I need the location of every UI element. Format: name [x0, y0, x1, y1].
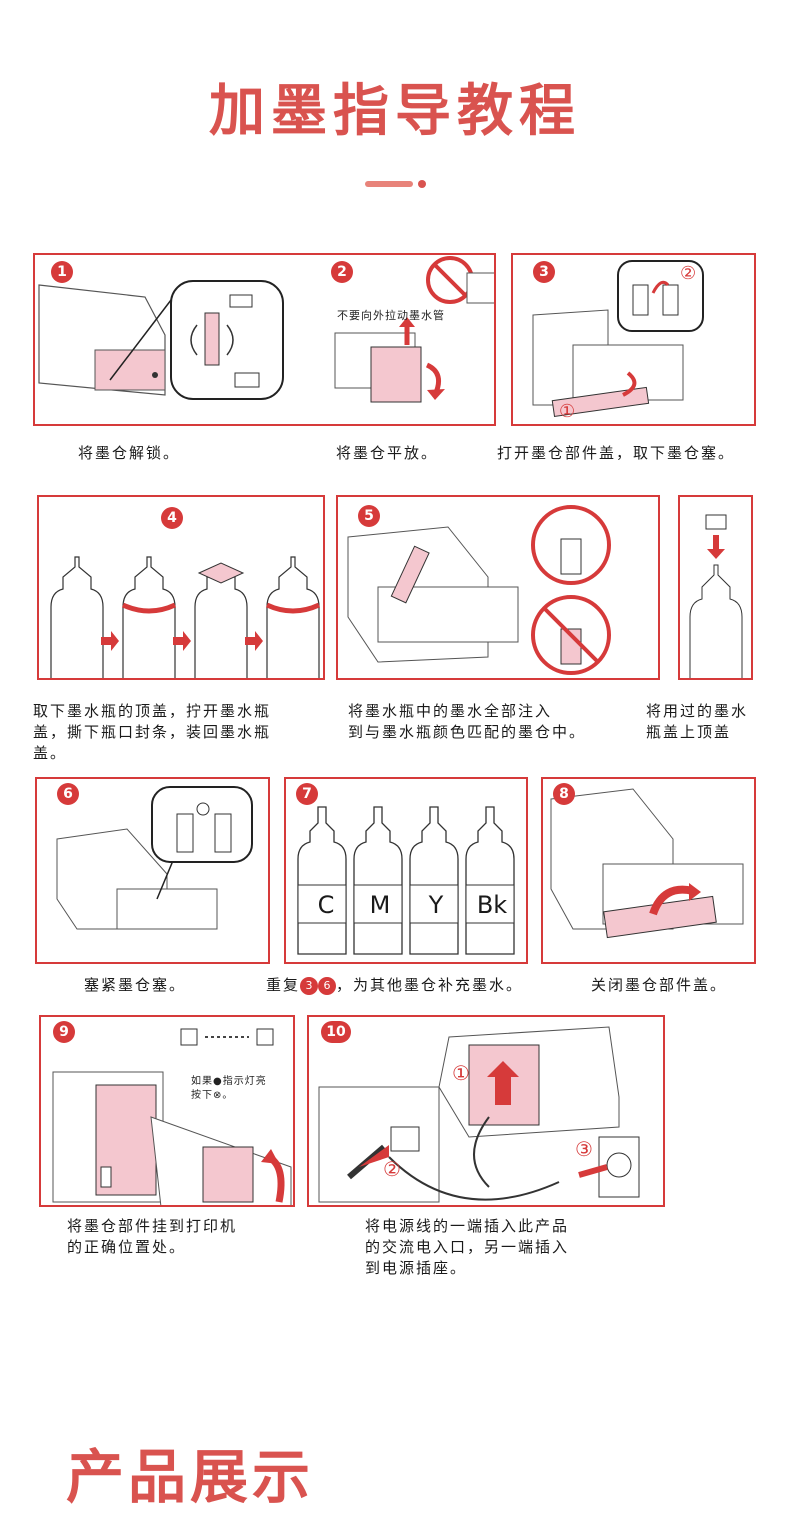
marker-10-3: ③: [575, 1137, 594, 1161]
step-9-caption: 将墨仓部件挂到打印机 的正确位置处。: [67, 1217, 238, 1256]
step-6-caption: 塞紧墨仓塞。: [84, 976, 187, 994]
ink-label-y: Y: [428, 891, 444, 919]
step-10-caption: 将电源线的一端插入此产品 的交流电入口，另一端插入 到电源插座。: [365, 1217, 570, 1277]
step-number-10: 10: [321, 1021, 351, 1043]
panel-step-9: 9 如果●指示灯亮 按下⊗。: [39, 1015, 295, 1207]
step-number-8: 8: [553, 783, 575, 805]
step-9-note: 如果●指示灯亮 按下⊗。: [191, 1076, 267, 1101]
marker-10-1: ①: [452, 1061, 471, 1085]
panel-step-8: 8: [541, 777, 756, 964]
step-5-caption: 将墨水瓶中的墨水全部注入 到与墨水瓶颜色匹配的墨仓中。: [348, 702, 587, 741]
panel-step-5: 5: [336, 495, 660, 680]
illustration-close-plug: [56, 786, 253, 930]
panel-step-3: 3 ② ①: [511, 253, 756, 426]
illustration-unlock: [38, 256, 494, 403]
panel-step-7: 7 C M Y Bk: [284, 777, 528, 964]
step-2-caption: 将墨仓平放。: [336, 444, 439, 462]
panel-step-10: 10 ① ② ③: [307, 1015, 665, 1207]
step-ref-a: 3: [300, 977, 319, 995]
illustration-open-cover: [532, 260, 704, 418]
step-ref-b: 6: [318, 977, 337, 995]
step-number-5: 5: [358, 505, 380, 527]
marker-10-2: ②: [383, 1157, 402, 1181]
title-divider: [365, 181, 413, 187]
ink-label-m: M: [369, 891, 391, 919]
panel-step-4: 4: [37, 495, 325, 680]
section-title-products: 产品展示: [66, 1443, 315, 1511]
step-1-caption: 将墨仓解锁。: [78, 444, 181, 462]
cap-back-caption: 将用过的墨水 瓶盖上顶盖: [646, 702, 749, 741]
ink-label-bk: Bk: [476, 891, 508, 919]
outlet-icon: [598, 1136, 640, 1198]
ink-label-c: C: [317, 891, 335, 919]
step-number-9: 9: [53, 1021, 75, 1043]
illustration-cap-back: [689, 514, 743, 678]
step-4-caption: 取下墨水瓶的顶盖，拧开墨水瓶 盖，撕下瓶口封条，装回墨水瓶 盖。: [33, 702, 272, 762]
illustration-hang-unit: [52, 1028, 292, 1205]
step-number-3: 3: [533, 261, 555, 283]
step-number-6: 6: [57, 783, 79, 805]
panel-cap-back: [678, 495, 753, 680]
panel-step-6: 6: [35, 777, 270, 964]
step-number-2: 2: [331, 261, 353, 283]
illustration-close-cover: [550, 788, 744, 939]
step-number-1: 1: [51, 261, 73, 283]
title-divider-dot: [418, 180, 426, 188]
illustration-ink-bottles: [297, 806, 515, 955]
illustration-power: [318, 1026, 640, 1203]
panel-steps-1-2: 1 2 不要向外拉动墨水管: [33, 253, 496, 426]
illustration-fill-ink: [347, 505, 611, 675]
illustration-bottle-open: [50, 556, 321, 678]
step-number-4: 4: [161, 507, 183, 529]
step-7-caption-suffix: ，为其他墨仓补充墨水。: [336, 976, 524, 994]
marker-1: ①: [559, 401, 577, 422]
no-pull-icon: [426, 256, 474, 304]
step-8-caption: 关闭墨仓部件盖。: [591, 976, 728, 994]
bottle-no-icon: [531, 595, 611, 675]
marker-2: ②: [680, 263, 698, 284]
page-title: 加墨指导教程: [209, 79, 581, 144]
step-2-note: 不要向外拉动墨水管: [337, 309, 445, 322]
bottle-ok-icon: [531, 505, 611, 585]
step-number-7: 7: [296, 783, 318, 805]
step-3-caption: 打开墨仓部件盖，取下墨仓塞。: [497, 444, 736, 462]
step-7-caption-prefix: 重复: [266, 976, 301, 994]
